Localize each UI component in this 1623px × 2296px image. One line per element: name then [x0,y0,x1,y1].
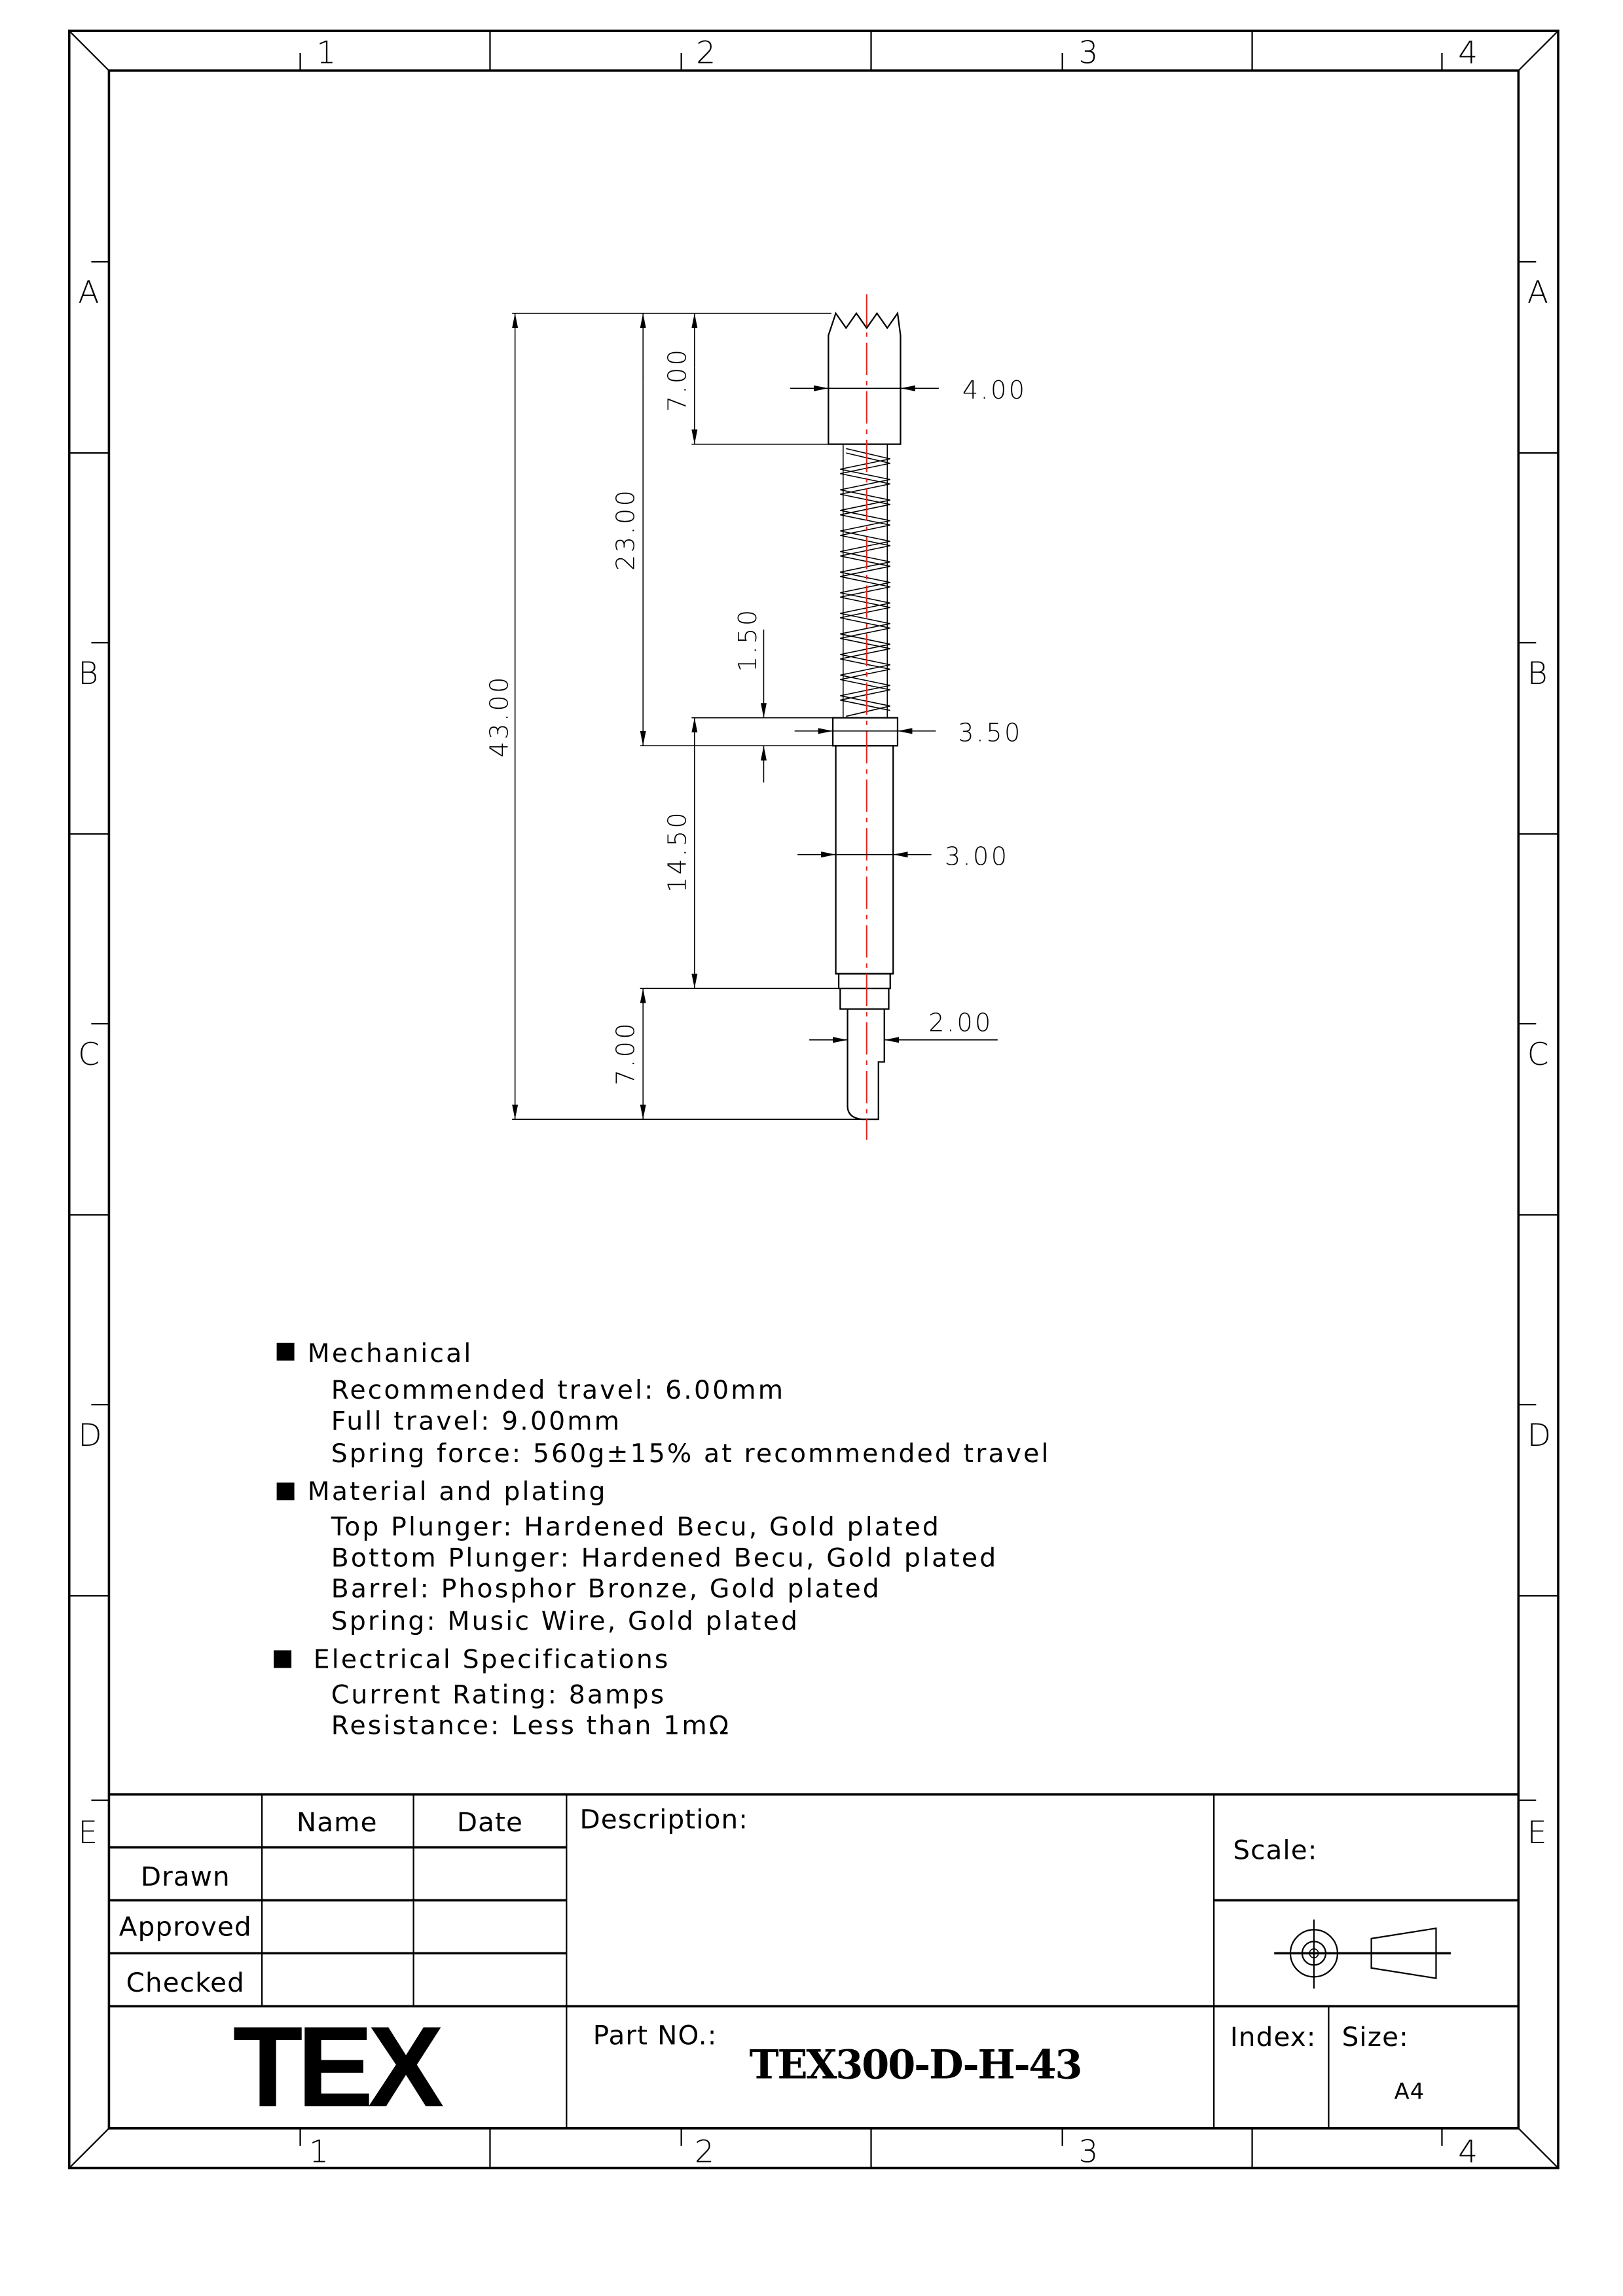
dimensions: 43.00 23.00 7.00 4.00 1.50 3.50 14.50 3.… [485,312,1027,1120]
company-logo: TEX [233,2003,444,2131]
barrel [835,745,894,975]
checked-label: Checked [126,1967,245,1998]
zone-row-b-right: B [1527,656,1548,692]
approved-label: Approved [119,1910,252,1942]
note-item: Bottom Plunger: Hardened Becu, Gold plat… [331,1543,998,1573]
part-number: TEX300-D-H-43 [750,2041,1082,2088]
size-label: Size: [1342,2021,1409,2053]
bullet-icon [274,1650,292,1668]
note-heading-electrical: Electrical Specifications [314,1645,670,1674]
note-item: Resistance: Less than 1mΩ [331,1712,731,1741]
scale-label: Scale: [1233,1835,1317,1866]
note-item: Recommended travel: 6.00mm [331,1376,785,1405]
zone-labels: 1 2 3 4 1 2 3 4 A B C D E A B C D E [78,35,1551,2170]
dim-collar-thickness: 1.50 [734,607,763,672]
dim-upper-length: 23.00 [612,488,641,571]
zone-col-1-bottom: 1 [309,2134,329,2170]
spring [840,444,890,718]
zone-col-3-bottom: 3 [1078,2134,1098,2170]
probe-part-drawing [828,294,902,1140]
zone-col-4-bottom: 4 [1458,2134,1478,2170]
zone-row-d: D [78,1418,101,1454]
collar [831,717,899,747]
top-plunger-crown [828,311,902,445]
zone-col-1: 1 [316,35,336,71]
note-heading-material: Material and plating [308,1477,608,1507]
zone-row-e: E [78,1815,98,1851]
description-label: Description: [580,1803,748,1835]
note-item: Full travel: 9.00mm [331,1407,621,1436]
dim-bottom-plunger-diameter: 2.00 [928,1009,993,1037]
zone-row-a-right: A [1527,275,1548,311]
part-no-label: Part NO.: [593,2020,718,2051]
sheet-frame [67,29,1559,2170]
dim-bottom-plunger-length: 7.00 [612,1021,641,1086]
dim-overall-length: 43.00 [485,675,514,757]
note-item: Barrel: Phosphor Bronze, Gold plated [331,1575,881,1604]
dim-barrel-length: 14.50 [663,810,692,893]
barrel-tail [835,973,894,1010]
zone-col-4: 4 [1458,35,1478,71]
zone-row-b: B [78,656,98,692]
note-heading-mechanical: Mechanical [308,1339,473,1369]
dim-barrel-diameter: 3.00 [945,842,1010,871]
projection-symbol-icon [1274,1919,1451,1989]
zone-col-2-bottom: 2 [695,2134,714,2170]
index-label: Index: [1230,2021,1317,2053]
zone-row-c: C [78,1037,100,1073]
zone-col-3: 3 [1078,35,1098,71]
bullet-icon [276,1482,295,1501]
title-block: Name Date Drawn Approved Checked Descrip… [109,1793,1519,2131]
dim-top-plunger-length: 7.00 [663,348,692,412]
zone-col-2: 2 [696,35,716,71]
note-item: Top Plunger: Hardened Becu, Gold plated [331,1513,941,1542]
name-header: Name [297,1806,378,1838]
specification-notes: Mechanical Recommended travel: 6.00mm Fu… [274,1339,1051,1741]
bottom-plunger [847,1009,885,1121]
note-item: Current Rating: 8amps [331,1680,666,1710]
dim-collar-diameter: 3.50 [958,719,1023,748]
date-header: Date [457,1806,523,1838]
drawn-label: Drawn [141,1861,230,1892]
dim-top-plunger-diameter: 4.00 [962,376,1027,405]
zone-row-e-right: E [1527,1815,1547,1851]
zone-row-c-right: C [1527,1037,1549,1073]
bullet-icon [276,1342,295,1361]
note-item: Spring: Music Wire, Gold plated [331,1607,799,1636]
note-item: Spring force: 560g±15% at recommended tr… [331,1439,1051,1469]
zone-row-a: A [78,275,99,311]
size-value: A4 [1395,2079,1425,2104]
zone-row-d-right: D [1527,1418,1551,1454]
